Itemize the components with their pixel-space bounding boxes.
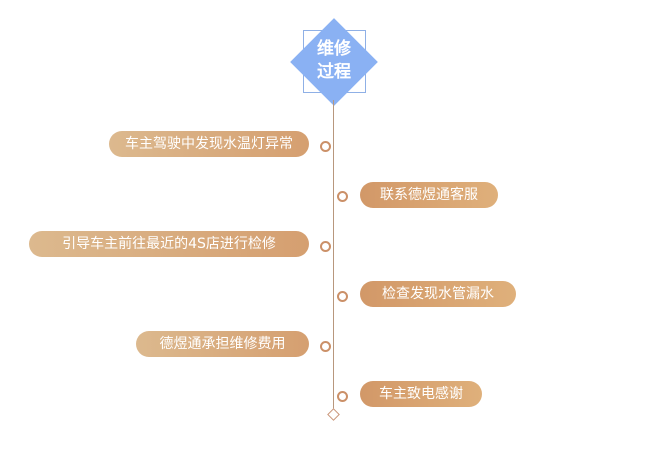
step-6-dot [337,391,348,402]
step-5-label: 德煜通承担维修费用 [136,331,309,357]
step-1-dot [320,141,331,152]
timeline-end-diamond-icon [327,408,340,421]
step-4-dot [337,291,348,302]
header-title: 维修 过程 [298,38,370,84]
step-1-label: 车主驾驶中发现水温灯异常 [109,131,309,157]
step-2-label: 联系德煜通客服 [360,182,498,208]
step-4-label: 检查发现水管漏水 [360,281,516,307]
step-6-label: 车主致电感谢 [360,381,482,407]
step-3-dot [320,241,331,252]
step-5-dot [320,341,331,352]
step-3-label: 引导车主前往最近的4S店进行检修 [29,231,309,257]
timeline-line [333,100,334,413]
header-title-line1: 维修 [317,39,351,59]
step-2-dot [337,191,348,202]
header-title-line2: 过程 [317,62,351,82]
